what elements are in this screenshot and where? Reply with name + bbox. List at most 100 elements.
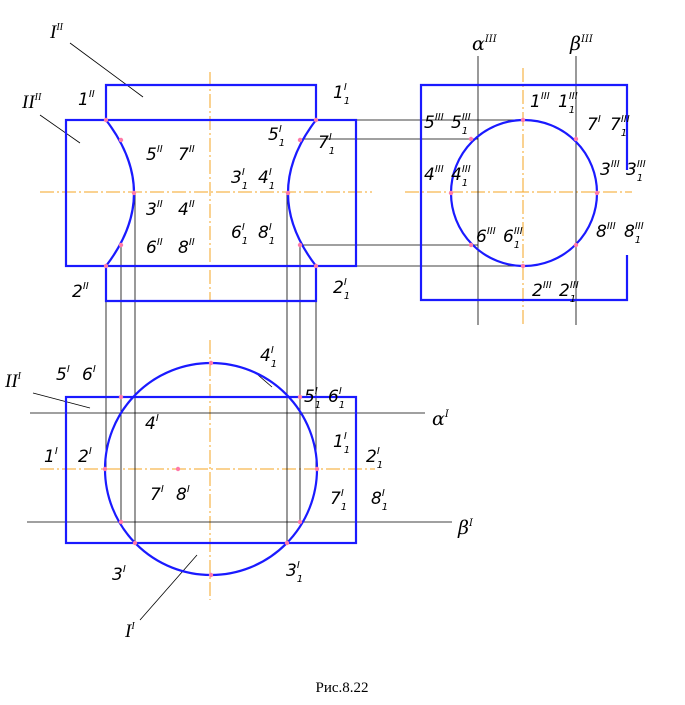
point-marker (131, 190, 137, 196)
point-marker (297, 137, 303, 143)
point-marker (448, 190, 454, 196)
point-label: 8III (596, 221, 616, 242)
center-axes (40, 68, 632, 600)
point-marker (520, 263, 526, 269)
point-label: 3II (146, 199, 163, 220)
intersection-points (102, 117, 600, 578)
point-label: 7I (150, 484, 164, 505)
point-marker (118, 394, 124, 400)
figure-caption: Рис.8.22 (315, 680, 368, 696)
point-label: 6II (146, 237, 163, 258)
point-label: 1III (530, 91, 550, 112)
leader-line (39, 114, 81, 144)
point-label: 3III (600, 159, 620, 180)
point-label: 5III (424, 112, 444, 133)
side-prism-outline (419, 120, 629, 302)
point-marker (297, 394, 303, 400)
point-label: 2I (78, 446, 92, 467)
point-marker (118, 242, 124, 248)
beta-plane-label-top: βI (457, 517, 474, 539)
point-marker (573, 136, 579, 142)
point-marker (297, 242, 303, 248)
point-marker (573, 242, 579, 248)
point-marker (297, 519, 303, 525)
point-marker (520, 117, 526, 123)
point-marker (208, 360, 214, 366)
point-label: 2II (72, 281, 89, 302)
point-label: 5II (146, 144, 163, 165)
point-label: 1II (78, 89, 95, 110)
leader-line (257, 374, 273, 388)
point-marker (103, 117, 109, 123)
leader-line (139, 554, 198, 621)
point-label: 3I (112, 564, 126, 585)
point-marker (314, 466, 320, 472)
point-label: 2III (532, 280, 552, 301)
point-marker (468, 136, 474, 142)
upper-prism-bottom (104, 266, 318, 303)
point-marker (313, 117, 319, 123)
leader-line (69, 42, 144, 98)
lower-prism-label: IIII (21, 92, 42, 113)
lower-prism-outline (64, 118, 358, 268)
point-marker (284, 540, 290, 546)
point-marker (102, 466, 108, 472)
point-marker (118, 137, 124, 143)
point-label: 4III (424, 164, 444, 185)
point-marker (118, 519, 124, 525)
point-label: 7I (587, 114, 601, 135)
upper-prism-label: III (49, 22, 64, 43)
point-marker (103, 263, 109, 269)
point-marker (208, 572, 214, 578)
alpha-plane-label-side: αIII (472, 33, 498, 55)
leader-line (32, 392, 91, 409)
upper-prism-top (104, 83, 318, 120)
beta-plane-label-side: βIII (569, 33, 594, 55)
point-marker (313, 263, 319, 269)
point-label: 4I (145, 413, 159, 434)
point-label: 8II (178, 237, 195, 258)
point-label: 5I (56, 364, 70, 385)
point-label: 4II (178, 199, 195, 220)
side-prism-outline-top (419, 83, 629, 170)
point-label: 6I (82, 364, 96, 385)
point-marker (132, 540, 138, 546)
point-label: 1I (44, 446, 58, 467)
top-prism-outline (64, 395, 358, 545)
top-prism-label: III (4, 371, 22, 392)
construction-lines (27, 42, 577, 621)
point-label: 8I (176, 484, 190, 505)
point-marker (468, 242, 474, 248)
point-marker (285, 190, 291, 196)
point-marker (175, 466, 181, 472)
front-view (64, 83, 358, 303)
point-label: 6III (476, 226, 496, 247)
point-label: 7II (178, 144, 195, 165)
